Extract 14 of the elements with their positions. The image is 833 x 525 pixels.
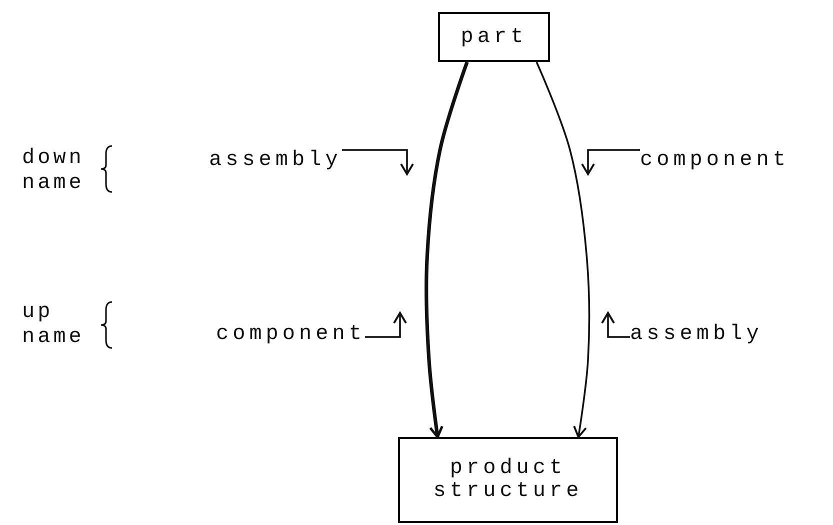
leader-arrow	[342, 149, 414, 175]
side-label: down name	[22, 146, 86, 196]
callout-text: assembly	[209, 146, 342, 174]
leader-arrow	[365, 312, 407, 338]
entity-box: product structure	[398, 437, 618, 523]
leader-arrow	[601, 312, 630, 338]
leader-arrow	[581, 149, 640, 175]
curved-arrow	[536, 62, 590, 438]
entity-box: part	[438, 12, 550, 62]
callout-text: component	[640, 146, 790, 174]
curved-arrow	[424, 61, 469, 438]
callout-text: assembly	[630, 320, 763, 348]
side-label: up name	[22, 300, 86, 350]
callout-text: component	[216, 320, 366, 348]
